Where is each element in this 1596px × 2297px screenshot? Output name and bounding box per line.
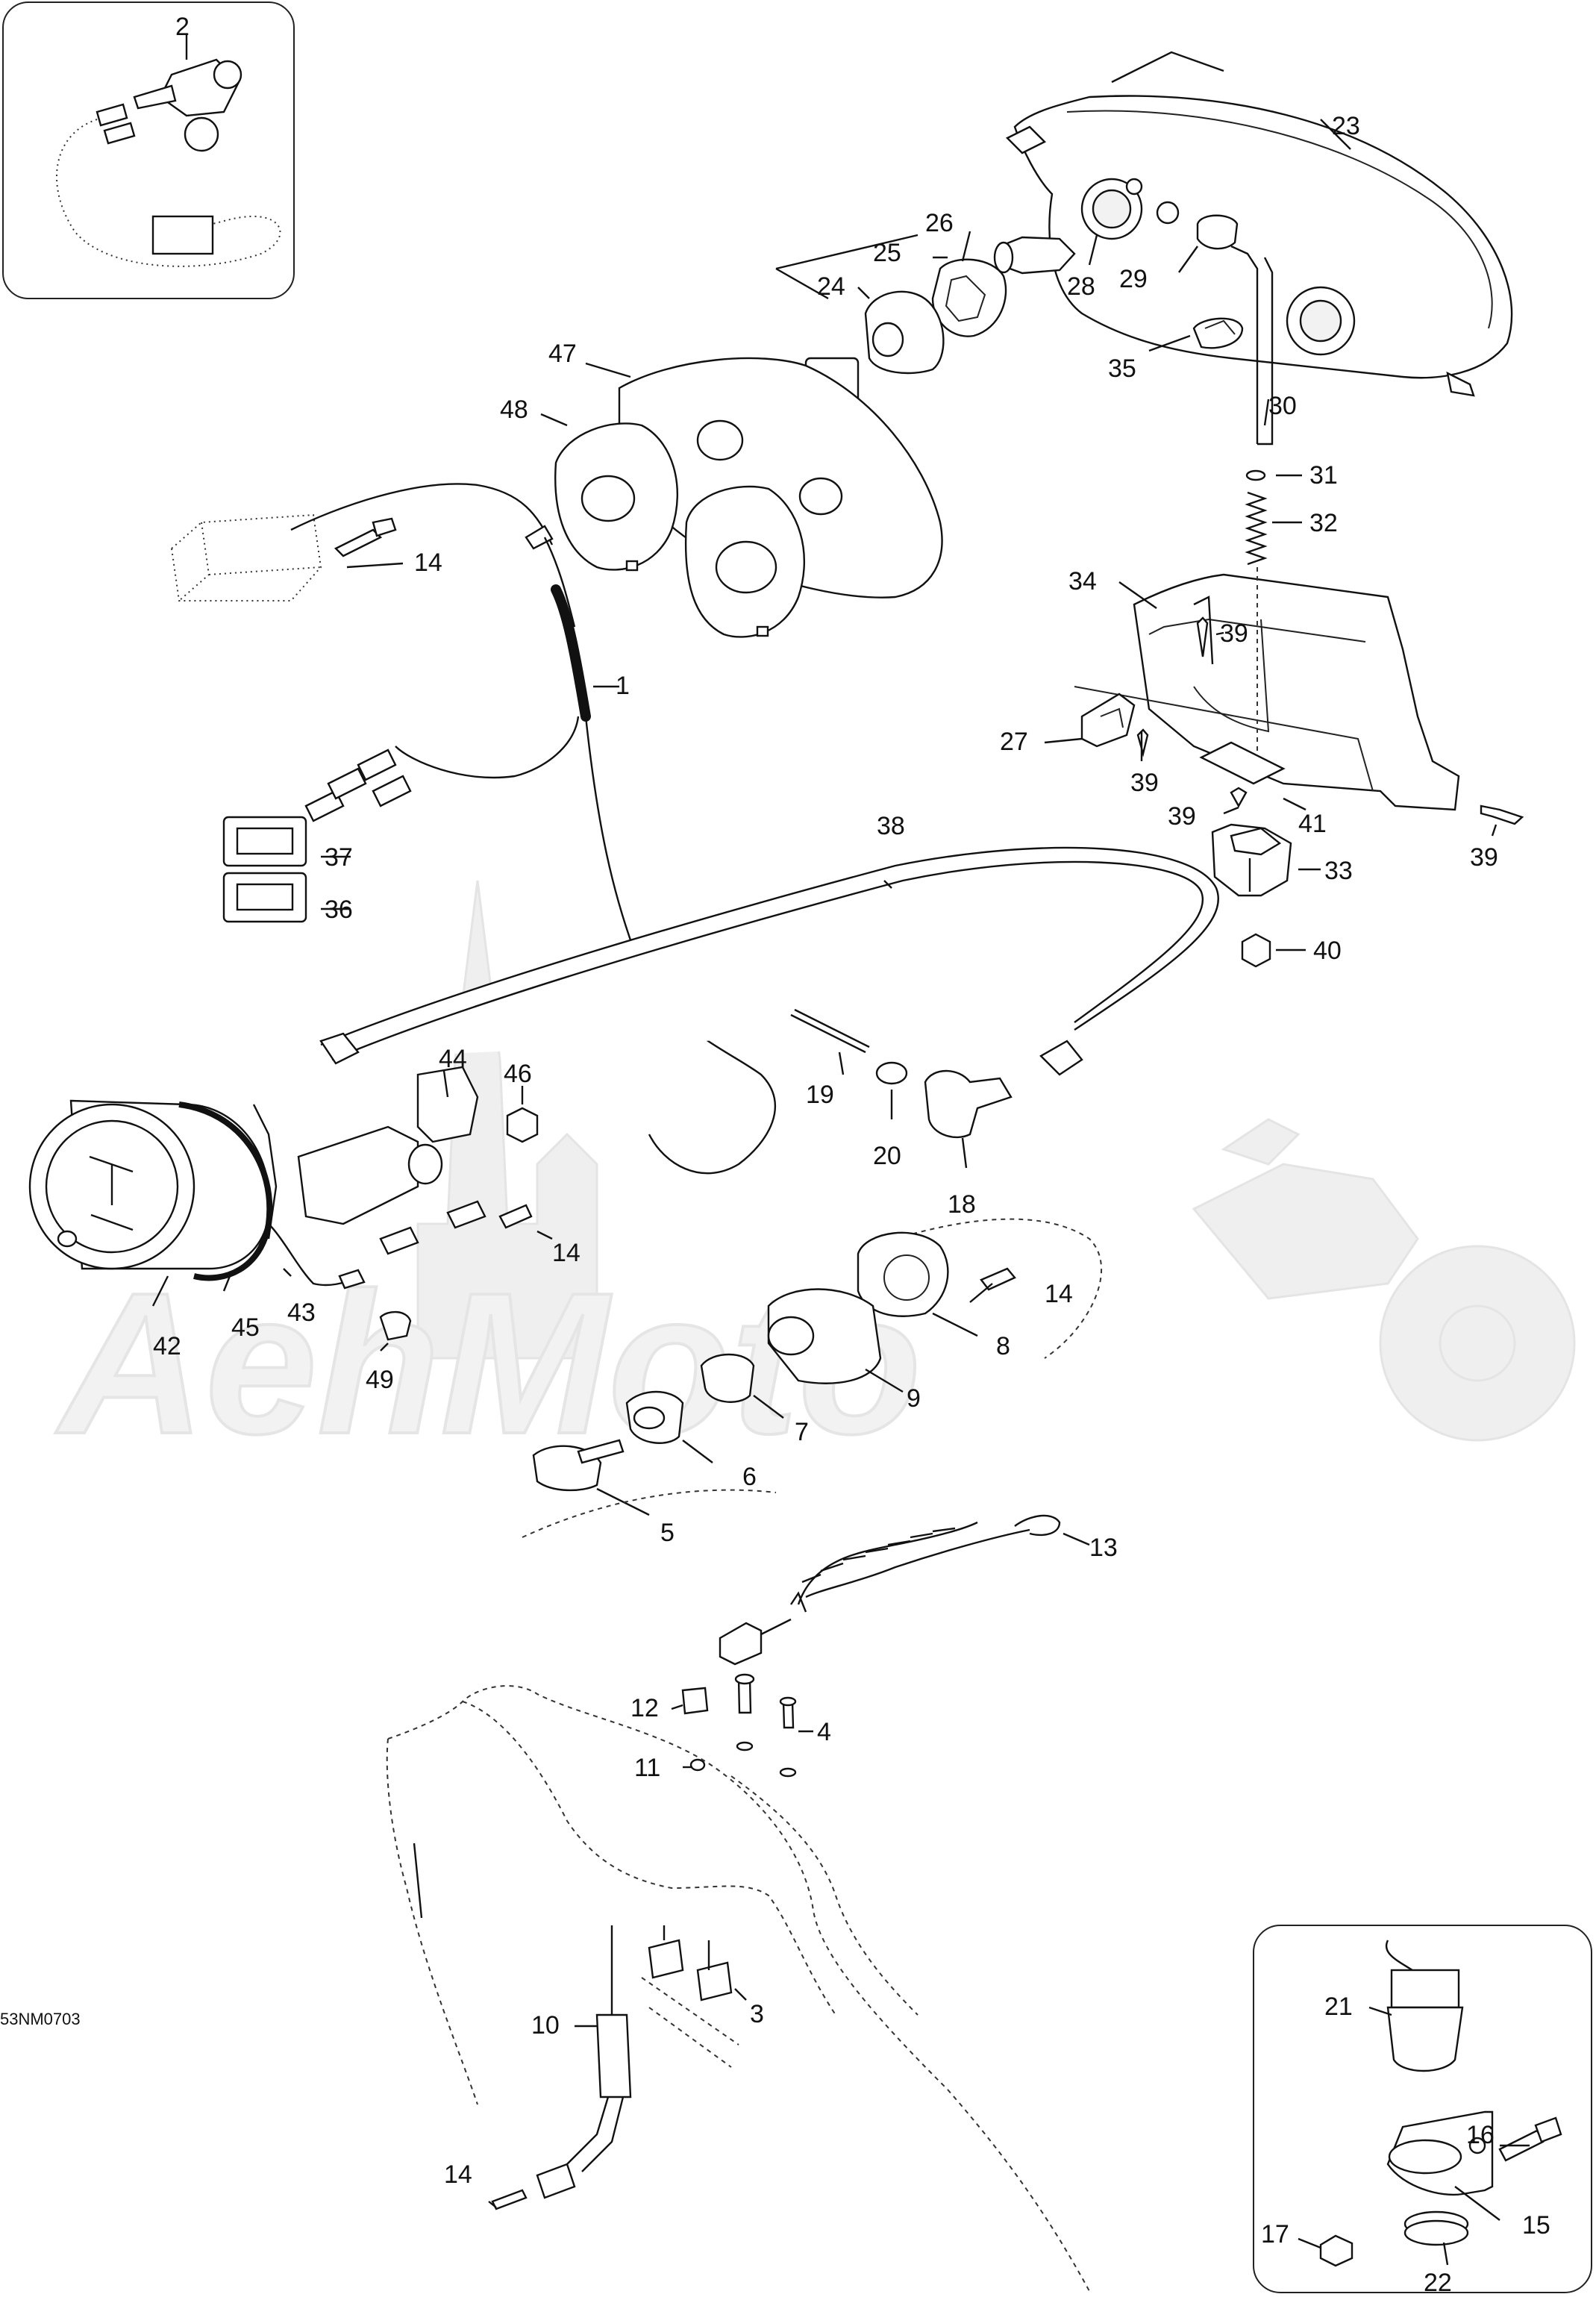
callout-25: 25 bbox=[873, 239, 901, 267]
callout-23: 23 bbox=[1332, 112, 1360, 140]
callout-43: 43 bbox=[287, 1298, 316, 1327]
callout-45: 45 bbox=[231, 1313, 260, 1342]
headlight-assembly: 23 26 25 24 28 29 35 30 bbox=[775, 51, 1513, 446]
callout-46: 46 bbox=[504, 1060, 532, 1088]
speedometer-gauge: 42 45 43 44 46 14 49 bbox=[28, 1045, 580, 1394]
callout-14d: 14 bbox=[444, 2160, 472, 2189]
callout-7: 7 bbox=[795, 1418, 809, 1446]
callout-10: 10 bbox=[531, 2011, 560, 2040]
callout-31: 31 bbox=[1309, 461, 1338, 490]
wiring-harness: 14 1 37 36 bbox=[170, 483, 776, 1175]
callout-39b: 39 bbox=[1130, 769, 1159, 797]
callout-4: 4 bbox=[817, 1718, 831, 1746]
callout-30: 30 bbox=[1268, 392, 1297, 420]
speedometer-cable: 38 19 20 18 bbox=[319, 812, 1219, 1219]
callout-48: 48 bbox=[500, 396, 528, 424]
callout-40: 40 bbox=[1313, 937, 1342, 965]
callout-14b: 14 bbox=[552, 1239, 580, 1267]
callout-15: 15 bbox=[1522, 2211, 1550, 2240]
callout-28: 28 bbox=[1067, 272, 1095, 301]
callout-24: 24 bbox=[817, 272, 845, 301]
callout-39c: 39 bbox=[1168, 802, 1196, 831]
callout-29: 29 bbox=[1119, 265, 1148, 293]
callout-1: 1 bbox=[616, 672, 630, 700]
callout-42: 42 bbox=[153, 1332, 181, 1360]
diagram-code: 53NM0703 bbox=[0, 2010, 81, 2028]
callout-14a: 14 bbox=[414, 549, 442, 577]
callout-39d: 39 bbox=[1470, 843, 1498, 872]
callout-9: 9 bbox=[907, 1384, 921, 1413]
callout-37: 37 bbox=[325, 843, 353, 872]
callout-41: 41 bbox=[1298, 810, 1327, 838]
callout-2: 2 bbox=[175, 13, 190, 41]
callout-36: 36 bbox=[325, 896, 353, 924]
callout-3: 3 bbox=[750, 2000, 764, 2028]
watermark-text: AehMoto bbox=[54, 1251, 921, 1476]
callout-6: 6 bbox=[742, 1463, 757, 1491]
callout-11: 11 bbox=[634, 1754, 660, 1782]
callout-33: 33 bbox=[1324, 857, 1353, 885]
inset-key-switch: 2 bbox=[2, 1, 295, 299]
mount-bracket: 31 32 34 39 27 39 39 41 33 40 39 bbox=[1000, 461, 1524, 968]
console-assembly: 3 10 14 bbox=[386, 1489, 1090, 2292]
callout-27: 27 bbox=[1000, 728, 1028, 756]
callout-21: 21 bbox=[1324, 1993, 1353, 2021]
callout-32: 32 bbox=[1309, 509, 1338, 537]
callout-22: 22 bbox=[1424, 2269, 1452, 2297]
callout-34: 34 bbox=[1068, 567, 1097, 596]
callout-8: 8 bbox=[996, 1332, 1010, 1360]
callout-16: 16 bbox=[1466, 2121, 1495, 2149]
callout-47: 47 bbox=[548, 340, 577, 368]
callout-14c: 14 bbox=[1045, 1280, 1073, 1308]
callout-49: 49 bbox=[366, 1366, 394, 1394]
callout-5: 5 bbox=[660, 1519, 675, 1547]
callout-35: 35 bbox=[1108, 354, 1136, 383]
callout-12: 12 bbox=[630, 1694, 659, 1722]
callout-17: 17 bbox=[1261, 2220, 1289, 2248]
gauge-panel: 47 48 bbox=[500, 340, 943, 638]
ignition-switch: 14 8 9 7 6 5 bbox=[532, 1218, 1103, 1547]
callout-44: 44 bbox=[439, 1045, 467, 1073]
callout-39a: 39 bbox=[1220, 619, 1248, 648]
callout-19: 19 bbox=[806, 1081, 834, 1109]
inset-sensor-bracket: 21 16 15 17 22 bbox=[1253, 1925, 1592, 2297]
callout-13: 13 bbox=[1089, 1534, 1118, 1562]
callout-20: 20 bbox=[873, 1142, 901, 1170]
callout-26: 26 bbox=[925, 209, 954, 237]
callout-38: 38 bbox=[877, 812, 905, 840]
tether-cord: 13 12 11 4 bbox=[630, 1514, 1118, 1782]
watermark-motorcycle bbox=[1192, 1118, 1576, 1442]
callout-18: 18 bbox=[948, 1190, 976, 1219]
